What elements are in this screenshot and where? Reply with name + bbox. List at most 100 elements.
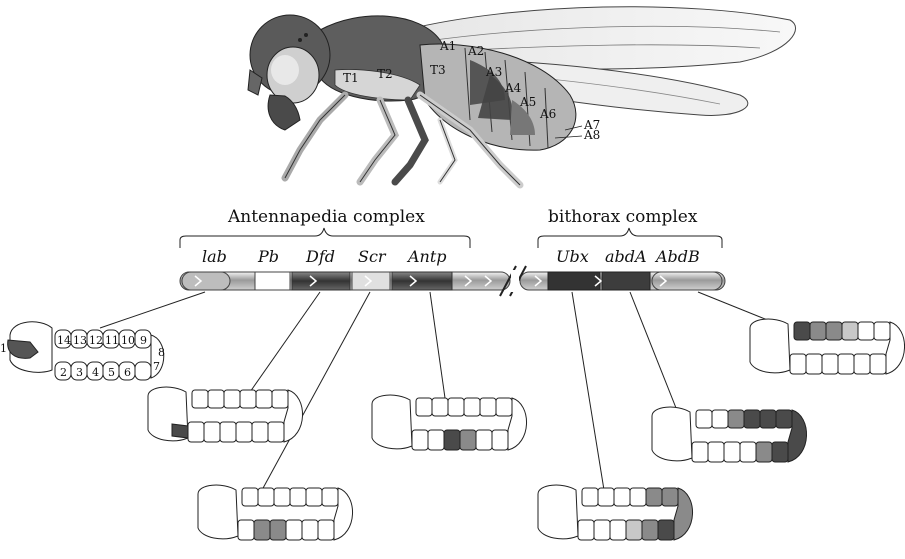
embryo-bottom-segment <box>188 422 204 442</box>
embryo-top-segment <box>192 390 208 408</box>
embryo-top-segment <box>496 398 512 416</box>
embryo-bottom-segment <box>220 422 236 442</box>
embryo-top-segment <box>826 322 842 340</box>
embryo-top-segment <box>274 488 290 506</box>
embryo-group <box>148 319 905 540</box>
embryo-top-segment <box>582 488 598 506</box>
embryo-top-segment <box>322 488 338 506</box>
gene-label-ubx: Ubx <box>556 247 589 266</box>
embryo-top-segment <box>290 488 306 506</box>
embryo-bottom-segment <box>724 442 740 462</box>
gene-label-dfd: Dfd <box>305 247 335 266</box>
embryo-seg-5: 5 <box>108 366 115 379</box>
embryo-top-segment <box>646 488 662 506</box>
embryo-bottom-segment <box>302 520 318 540</box>
embryo-bottom-segment <box>492 430 508 450</box>
embryo-head <box>652 407 692 461</box>
label-T1: T1 <box>343 71 359 85</box>
embryo-bottom-segment <box>428 430 444 450</box>
embryo-top-segment <box>224 390 240 408</box>
embryo-bottom-segment <box>476 430 492 450</box>
embryo-bottom-segment <box>626 520 642 540</box>
embryo-seg-4: 4 <box>92 366 99 379</box>
embryo-seg-13: 13 <box>73 334 87 347</box>
gene-label-pb: Pb <box>257 247 279 266</box>
label-T3: T3 <box>430 63 446 77</box>
embryo-bottom-segment <box>708 442 724 462</box>
embryo-top-segment <box>306 488 322 506</box>
embryo-abdb <box>750 319 905 374</box>
fly-illustration: T1 T2 T3 A1 A2 A3 A4 A5 A6 A7 A8 <box>248 7 796 185</box>
gene-block-ubx <box>548 272 600 290</box>
embryo-bottom-segment <box>270 520 286 540</box>
embryo-scr <box>198 485 353 540</box>
embryo-bottom-segment <box>790 354 806 374</box>
embryo-top-segment <box>272 390 288 408</box>
embryo-top-segment <box>448 398 464 416</box>
embryo-top-segment <box>614 488 630 506</box>
label-A4: A4 <box>504 81 522 95</box>
embryo-top-segment <box>810 322 826 340</box>
gene-block-lab <box>182 272 230 290</box>
embryo-seg-12: 12 <box>89 334 103 347</box>
gene-label-abdb: AbdB <box>654 247 700 266</box>
embryo-bottom-segment <box>610 520 626 540</box>
gene-block-abdb <box>652 272 722 290</box>
embryo-top-segment <box>598 488 614 506</box>
embryo-top-segment <box>760 410 776 428</box>
embryo-head-shade <box>172 424 188 438</box>
embryo-bottom-segment <box>854 354 870 374</box>
label-A5: A5 <box>519 95 536 109</box>
embryo-top-segment <box>630 488 646 506</box>
embryo-seg-1: 1 <box>0 342 7 355</box>
embryo-seg-8: 8 <box>158 346 165 359</box>
embryo-bottom-segment <box>642 520 658 540</box>
embryo-abda <box>652 407 807 462</box>
embryo-top-segment <box>416 398 432 416</box>
gene-label-lab: lab <box>202 247 227 266</box>
embryo-seg-10: 10 <box>121 334 135 347</box>
embryo-seg-11: 11 <box>105 334 119 347</box>
embryo-bottom-segment <box>254 520 270 540</box>
embryo-top-segment <box>258 488 274 506</box>
embryo-seg-6: 6 <box>124 366 131 379</box>
embryo-top-segment <box>874 322 890 340</box>
bithorax-brace <box>538 228 722 248</box>
fly-leg-3 <box>395 100 425 182</box>
embryo-head <box>198 485 238 539</box>
embryo-bottom-segment <box>444 430 460 450</box>
embryo-top-segment <box>662 488 678 506</box>
embryo-antp <box>372 395 527 450</box>
embryo-top-segment <box>712 410 728 428</box>
embryo-top-segment <box>256 390 272 408</box>
gene-label-abda: abdA <box>605 247 647 266</box>
embryo-top-segment <box>842 322 858 340</box>
embryo-head <box>372 395 412 449</box>
embryo-seg-7: 7 <box>153 360 160 373</box>
embryo-head <box>750 319 790 373</box>
embryo-bottom-segment <box>286 520 302 540</box>
embryo-bottom-segment <box>756 442 772 462</box>
embryo-bottom-segment <box>318 520 334 540</box>
antennapedia-complex-label: Antennapedia complex <box>227 207 425 227</box>
embryo-top-segment <box>208 390 224 408</box>
embryo-top-segment <box>242 488 258 506</box>
gene-label-scr: Scr <box>358 247 387 266</box>
embryo-top-segment <box>240 390 256 408</box>
embryo-top-segment <box>858 322 874 340</box>
label-A1: A1 <box>439 39 456 53</box>
embryo-bottom-segment <box>772 442 788 462</box>
embryo-top-segment <box>464 398 480 416</box>
gene-block-abda <box>602 272 650 290</box>
embryo-bottom-segment <box>268 422 284 442</box>
embryo-bottom-segment <box>412 430 428 450</box>
label-T2: T2 <box>377 67 393 81</box>
embryo-bottom-segment <box>236 422 252 442</box>
embryo-top-segment <box>480 398 496 416</box>
label-A8: A8 <box>583 128 600 142</box>
embryo-top-segment <box>728 410 744 428</box>
bithorax-complex-label: bithorax complex <box>548 207 698 227</box>
embryo-bottom-segment <box>252 422 268 442</box>
embryo-bottom-segment <box>238 520 254 540</box>
label-A3: A3 <box>485 65 502 79</box>
